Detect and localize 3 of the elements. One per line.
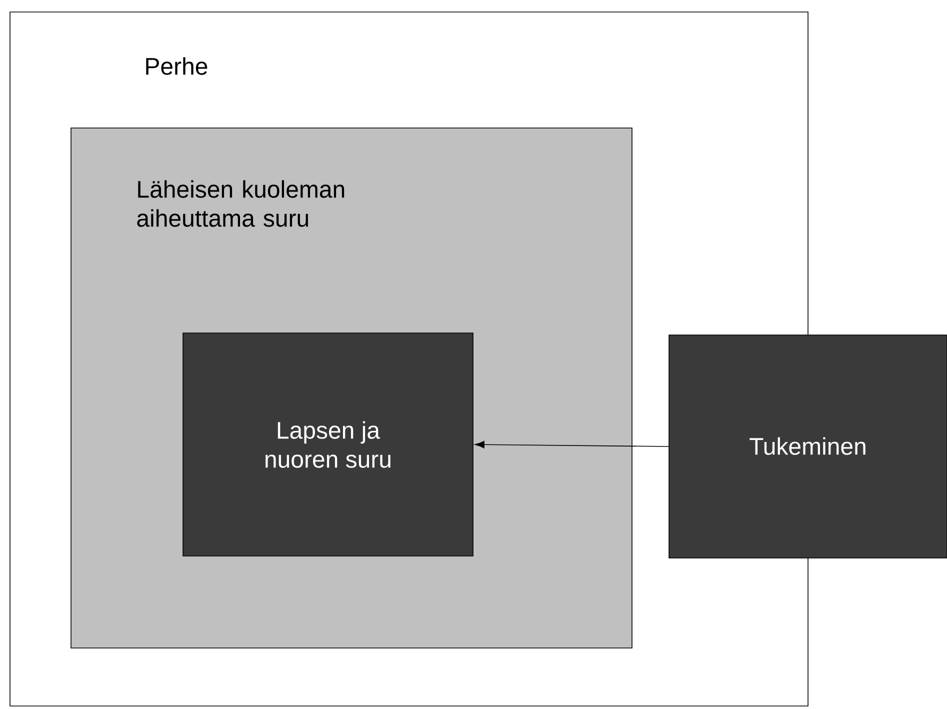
inner-box: Lapsen ja nuoren suru	[182, 332, 474, 556]
arrow	[474, 440, 669, 448]
support-box: Tukeminen	[668, 334, 947, 558]
